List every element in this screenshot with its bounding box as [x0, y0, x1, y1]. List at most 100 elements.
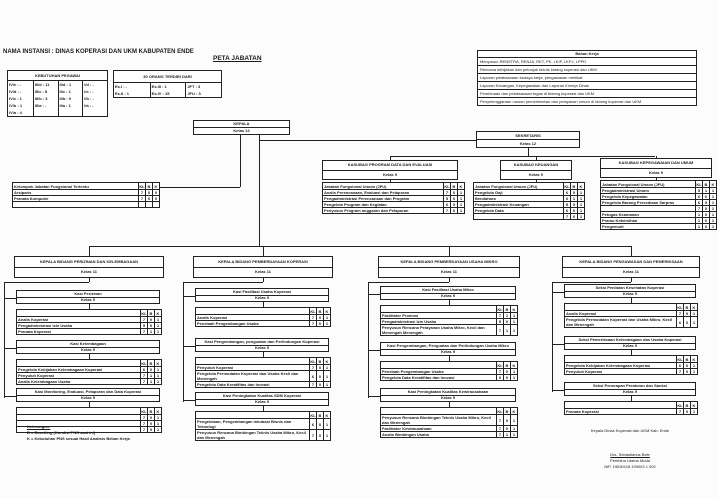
- connector-line: [449, 278, 450, 282]
- value-k: 1: [154, 329, 161, 334]
- position-name: Pengelola Data Kreatifitas dan Inovasi: [382, 375, 455, 380]
- value-b: 0: [147, 421, 154, 426]
- value-kl: 6: [676, 363, 683, 368]
- value-k: 1: [709, 194, 716, 199]
- column-header-kl: KL: [138, 183, 145, 189]
- column-header-k: K: [709, 181, 716, 187]
- position-name: Penyuluh Koperasi: [566, 369, 603, 374]
- value-b: 0: [702, 218, 709, 223]
- column-header-kl: KL: [309, 412, 316, 418]
- value-k: 1: [457, 196, 464, 201]
- table-row: Analis Perencanaan, Evaluasi dan Pelapor…: [323, 189, 464, 195]
- kepala-bidang-box-kelas: Kelas 11: [563, 266, 699, 278]
- column-header-b: B: [683, 402, 690, 408]
- kepala-seksi-box-kelas: Kelas 9: [565, 290, 695, 298]
- connector-line: [89, 354, 90, 359]
- column-header-kl: KL: [695, 181, 702, 187]
- value-k: 1: [510, 313, 517, 318]
- connector-line: [263, 406, 264, 411]
- kepala-bidang-box-title: KEPALA BIDANG PERIZINAN DAN KELEMBAGAAN: [40, 258, 138, 264]
- connector-line: [183, 296, 195, 297]
- value-k: 0: [152, 190, 159, 195]
- golongan-count: IV/e : -: [9, 82, 22, 87]
- value-kl: 7: [695, 206, 702, 211]
- value-b: 0: [683, 317, 690, 327]
- golongan-count: I/c : -: [82, 88, 107, 95]
- position-name: Analis Perencanaan, Evaluasi dan Pelapor…: [324, 190, 410, 195]
- column-header-kl: KL: [443, 183, 450, 189]
- position-name: Pengadministrasi Perencanaan dan Program: [324, 196, 410, 201]
- value-b: 0: [316, 430, 323, 440]
- value-k: 1: [457, 202, 464, 207]
- value-k: 1: [457, 208, 464, 213]
- value-b: 1: [503, 432, 510, 437]
- value-k: 1: [154, 317, 161, 322]
- connector-line: [656, 178, 657, 180]
- column-header-k: K: [690, 402, 697, 408]
- table-row: Pengelola Permodalan Koperasi dan Usaha …: [196, 370, 330, 381]
- kepala-seksi-box-kelas: Kelas 9: [17, 296, 159, 304]
- column-header-kl: KL: [309, 358, 316, 364]
- value-k: 1: [690, 317, 697, 327]
- kasubag-box-kelas: Kelas 9: [323, 169, 457, 180]
- connector-line: [183, 282, 263, 283]
- position-name: [13, 202, 138, 207]
- column-header-b: B: [316, 308, 323, 314]
- value-kl: 7: [496, 415, 503, 425]
- column-header-kl: KL: [496, 408, 503, 414]
- value-kl: 6: [496, 375, 503, 380]
- connector-line: [449, 402, 450, 407]
- value-k: 1: [510, 319, 517, 324]
- position-name: Pengadministrasi Izin Usaha: [18, 323, 73, 328]
- position-name: Pranata Koperasi: [18, 329, 51, 334]
- value-k: 1: [690, 311, 697, 316]
- value-kl: 7: [563, 214, 570, 219]
- position-name: Pranata Koperasi: [566, 409, 599, 414]
- column-header-b: B: [147, 360, 154, 366]
- golongan-count: IV/d : -: [9, 89, 22, 94]
- value-k: 1: [709, 212, 716, 217]
- column-header-b: B: [147, 310, 154, 316]
- value-k: 1: [709, 200, 716, 205]
- komposisi-title: 30 ORANG TERDIRI DARI: [114, 71, 221, 83]
- connector-line: [390, 156, 655, 157]
- value-kl: 5: [443, 196, 450, 201]
- value-b: 0: [570, 190, 577, 195]
- connector-line: [263, 278, 264, 282]
- kepala-seksi-box-title: Kasi Pengembangan, Penguatan dan Perlind…: [387, 342, 509, 348]
- eselon-count: Es.I : -: [115, 84, 128, 89]
- value-kl: 7: [443, 208, 450, 213]
- golongan-count: IV/b : 1: [9, 103, 23, 108]
- value-k: [152, 202, 159, 207]
- golongan-count: [57, 109, 83, 116]
- golongan-count: II/a : 1: [57, 102, 83, 109]
- value-kl: 6: [563, 190, 570, 195]
- connector-line: [368, 282, 369, 398]
- signature-position: Kepala Dinas Koperasi dan UKM Kab. Ende: [590, 428, 670, 433]
- value-k: 1: [323, 321, 330, 326]
- instansi-name: NAMA INSTANSI : DINAS KOPERASI DAN UKM K…: [3, 49, 194, 55]
- column-header-b: B: [450, 183, 457, 189]
- kasubag-box-kelas: Kelas 9: [601, 167, 711, 178]
- table-header-label: [565, 356, 676, 362]
- column-header-kl: KL: [309, 308, 316, 314]
- value-k: 1: [323, 419, 330, 429]
- value-k: 1: [323, 371, 330, 381]
- value-k: 1: [154, 415, 161, 420]
